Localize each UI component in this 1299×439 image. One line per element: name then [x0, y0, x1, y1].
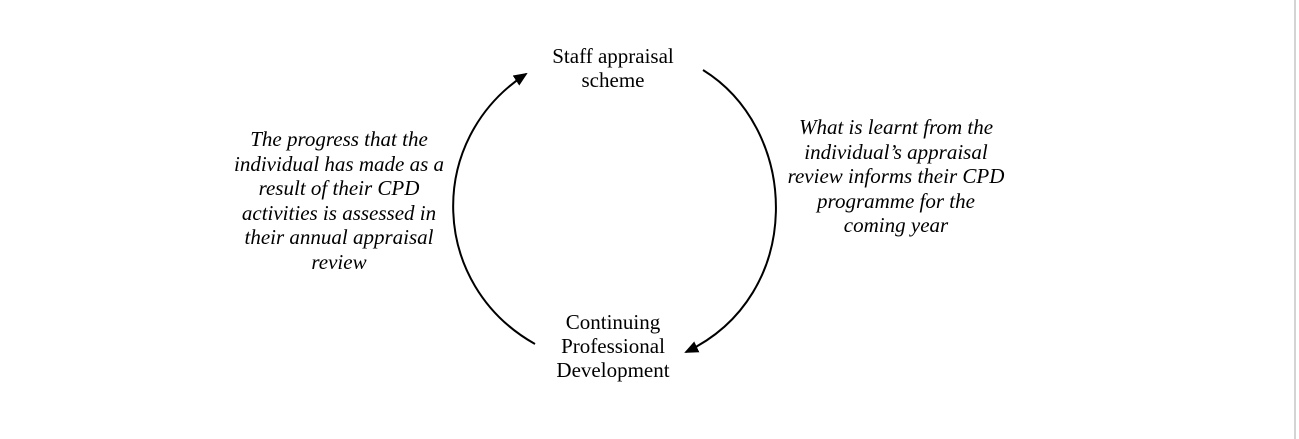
note-progress-assessment: The progress that the individual has mad…	[233, 127, 445, 274]
arrow-appraisal-to-cpd	[684, 69, 777, 353]
page-edge-divider	[1294, 0, 1296, 439]
node-continuing-professional-development: Continuing Professional Development	[520, 310, 706, 382]
node-label: Staff appraisal scheme	[552, 44, 674, 92]
note-informs-cpd-programme: What is learnt from the individual’s app…	[786, 115, 1006, 238]
note-text: What is learnt from the individual’s app…	[787, 115, 1005, 237]
note-text: The progress that the individual has mad…	[234, 127, 444, 274]
arrow-cpd-to-appraisal	[452, 72, 536, 345]
node-staff-appraisal-scheme: Staff appraisal scheme	[520, 44, 706, 92]
node-label: Continuing Professional Development	[556, 310, 670, 382]
